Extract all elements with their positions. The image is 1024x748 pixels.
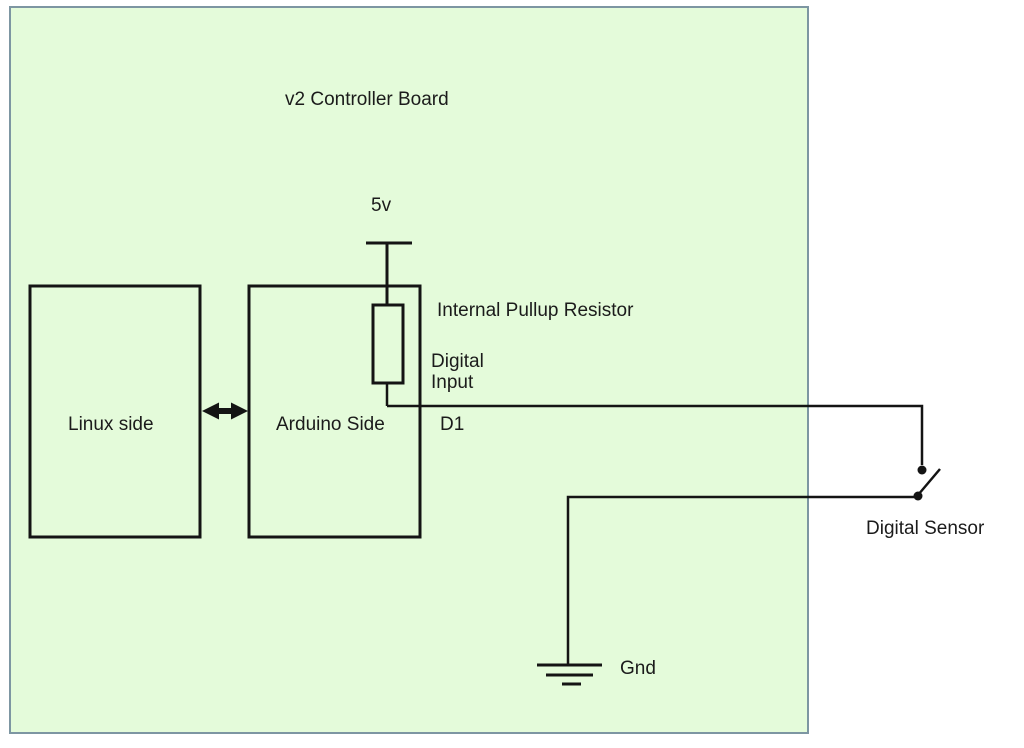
ground-return-wire [566, 495, 918, 665]
digital-sensor-label: Digital Sensor [866, 518, 985, 539]
linux-side-box [28, 284, 202, 539]
switch-upper-contact [917, 465, 927, 475]
digital-input-line1: Digital [431, 351, 484, 372]
ground-label: Gnd [620, 658, 656, 679]
arduino-side-box [247, 284, 422, 539]
d1-signal-wire [387, 404, 924, 465]
pullup-resistor-label: Internal Pullup Resistor [437, 300, 634, 321]
power-rail-symbol [366, 241, 412, 305]
switch-blade [917, 468, 941, 496]
bidirectional-arrow [202, 402, 248, 420]
controller-board-region [9, 6, 809, 734]
arduino-side-label: Arduino Side [276, 414, 385, 435]
linux-side-label: Linux side [68, 414, 154, 435]
board-title: v2 Controller Board [285, 89, 449, 110]
ground-symbol [537, 663, 602, 686]
power-label: 5v [371, 195, 392, 216]
digital-input-line2: Input [431, 372, 474, 393]
pin-d1-label: D1 [440, 414, 465, 435]
